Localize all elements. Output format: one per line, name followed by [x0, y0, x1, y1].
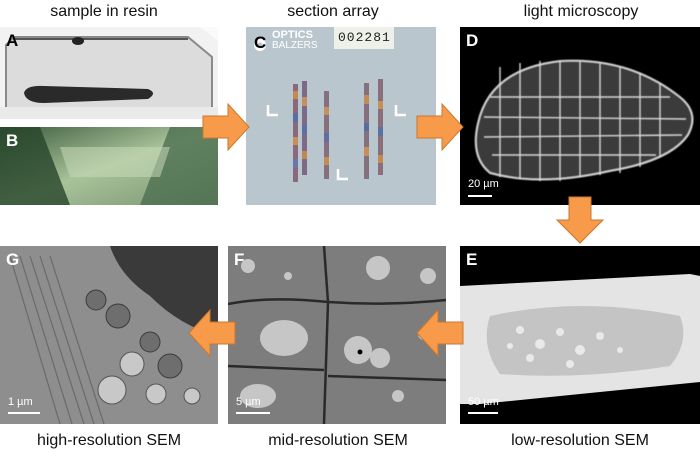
panel-label-d: D — [466, 31, 479, 50]
slide-text-balzers: BALZERS — [272, 40, 318, 51]
arrow-b-to-c — [202, 102, 250, 152]
panel-label-e: E — [466, 250, 478, 269]
light-microscopy-image — [468, 59, 694, 197]
caption-light-microscopy: light microscopy — [523, 3, 639, 20]
panel-label-b: B — [6, 131, 19, 150]
panel-label-f: F — [234, 250, 245, 269]
trimmed-block-image — [0, 127, 218, 205]
scale-bar-label-g: 1 µm — [8, 396, 33, 408]
arrow-d-to-e — [555, 196, 605, 244]
arrow-c-to-d — [416, 102, 464, 152]
resin-block-image — [0, 27, 218, 119]
panel-label-c: C — [254, 33, 267, 52]
panel-b-trimmed-block: B — [0, 127, 218, 205]
scale-bar-label-f: 5 µm — [236, 396, 261, 408]
panel-label-g: G — [6, 250, 20, 269]
scale-bar-label-e: 50 µm — [468, 396, 499, 408]
scale-bar-label-d: 20 µm — [468, 178, 499, 190]
section-ribbons — [293, 79, 383, 182]
slide-text-optics: OPTICS — [272, 29, 313, 41]
panel-f-mid-resolution-sem: F 5 µm — [228, 246, 446, 424]
panel-label-a: A — [6, 31, 19, 50]
caption-low-resolution-sem: low-resolution SEM — [511, 432, 649, 449]
section-array-image — [246, 27, 436, 205]
panel-d-light-microscopy: D 20 µm — [460, 27, 700, 205]
panel-e-low-resolution-sem: E 50 µm — [460, 246, 700, 424]
caption-sample-in-resin: sample in resin — [50, 3, 158, 20]
panel-g-high-resolution-sem: G 1 µm — [0, 246, 218, 424]
slide-number: 002281 — [338, 30, 391, 45]
mid-resolution-sem-image — [228, 246, 446, 424]
panel-a-resin-block: A — [0, 27, 218, 119]
panel-c-section-array: C OPTICS BALZERS 002281 — [246, 27, 436, 205]
arrow-f-to-g — [188, 308, 236, 358]
caption-high-resolution-sem: high-resolution SEM — [36, 432, 182, 449]
arrow-e-to-f — [416, 308, 464, 358]
high-resolution-sem-image — [0, 246, 218, 424]
low-resolution-sem-image — [460, 274, 700, 414]
caption-section-array: section array — [287, 3, 379, 20]
caption-mid-resolution-sem: mid-resolution SEM — [268, 432, 408, 449]
